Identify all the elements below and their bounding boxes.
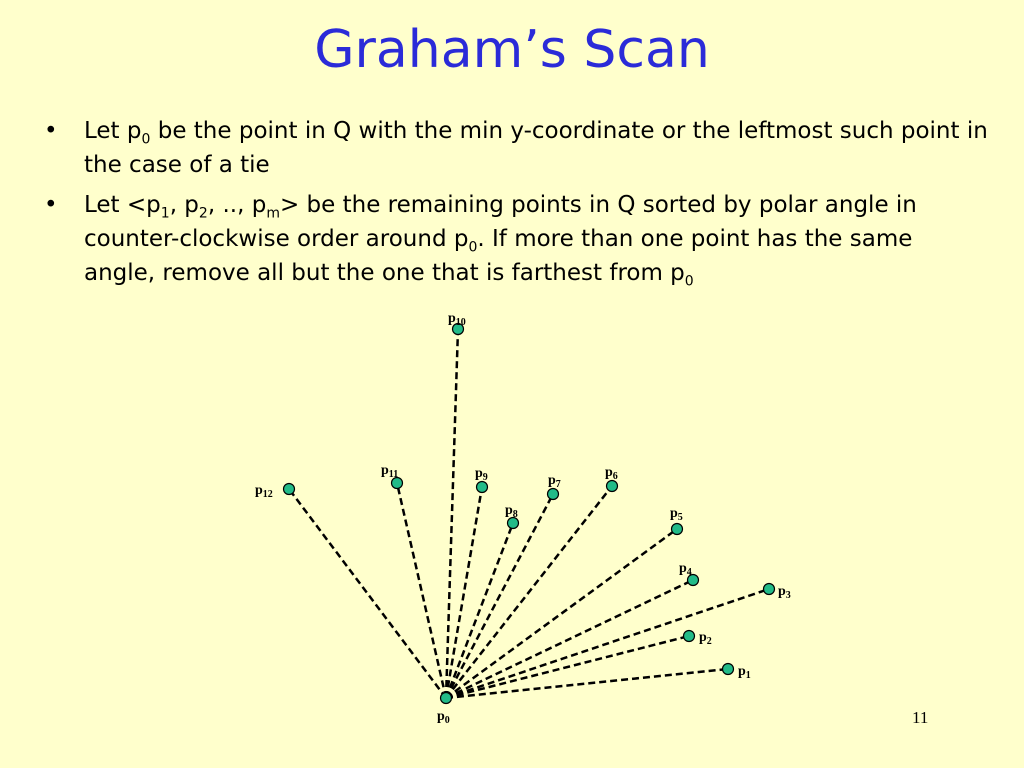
bullet-2-sub-b: 2: [198, 205, 208, 222]
point-p0: [439, 691, 453, 705]
edge-p0-p6: [445, 485, 613, 699]
point-p12: [282, 482, 296, 496]
label-p5: p5: [670, 506, 683, 523]
bullet-item-1: • Let p0 be the point in Q with the min …: [40, 114, 990, 182]
point-p4: [686, 573, 700, 587]
label-p0: p0: [437, 709, 450, 726]
edge-p0-p3: [445, 587, 770, 700]
label-p10: p10: [448, 311, 466, 328]
bullet-1-text-b: be the point in Q with the min y-coordin…: [84, 118, 988, 178]
bullet-2-sub-a: 1: [160, 205, 170, 222]
label-p1: p1: [738, 664, 751, 681]
edge-p0-p5: [445, 527, 678, 700]
label-p7: p7: [548, 473, 561, 490]
point-p6: [605, 479, 619, 493]
bullet-2-sub-e: 0: [684, 273, 694, 290]
point-p2: [682, 629, 696, 643]
label-p4: p4: [679, 561, 692, 578]
edge-p0-p9: [444, 486, 484, 699]
edge-p0-p4: [445, 578, 694, 700]
label-p12: p12: [255, 483, 273, 500]
edge-p0-p12: [288, 488, 447, 699]
point-p1: [721, 662, 735, 676]
label-p8: p8: [505, 503, 518, 520]
edge-p0-p1: [445, 667, 729, 700]
bullet-2-text-b: , p: [169, 192, 199, 218]
label-p11: p11: [381, 463, 398, 480]
edge-p0-p11: [395, 482, 448, 699]
slide-title: Graham’s Scan: [314, 20, 710, 80]
point-p11: [390, 476, 404, 490]
label-p9: p9: [475, 466, 488, 483]
bullet-list: • Let p0 be the point in Q with the min …: [40, 114, 990, 296]
edge-p0-p7: [444, 493, 555, 699]
bullet-1-sub-a: 0: [141, 131, 151, 148]
bullet-2-text-e: . If more than one point has the same an…: [84, 226, 913, 286]
edge-p0-p2: [445, 634, 690, 700]
dashed-edges: [288, 328, 770, 700]
point-markers: [282, 322, 776, 705]
bullet-2-text-c: , .., p: [207, 192, 267, 218]
point-p7: [546, 487, 560, 501]
point-p8: [506, 516, 520, 530]
point-p5: [670, 522, 684, 536]
point-labels: p1 p2 p3 p4 p5 p6 p7 p8 p9 p10 p11 p12 p0: [255, 311, 791, 726]
bullet-2-sub-c: m: [266, 205, 280, 222]
bullet-dot: •: [44, 192, 58, 218]
label-p3: p3: [778, 584, 791, 601]
page-number: 11: [912, 708, 929, 727]
bullet-item-2: • Let <p1, p2, .., pm> be the remaining …: [40, 188, 990, 290]
label-p2: p2: [699, 630, 712, 647]
edge-p0-p8: [444, 522, 515, 699]
point-p10: [451, 322, 465, 336]
bullet-dot: •: [44, 118, 58, 144]
bullet-2-sub-d: 0: [468, 239, 478, 256]
bullet-2-text-d: > be the remaining points in Q sorted by…: [84, 192, 917, 252]
point-p9: [475, 480, 489, 494]
bullet-2-text-a: Let <p: [84, 192, 161, 218]
bullet-1-text-a: Let p: [84, 118, 142, 144]
point-p3: [762, 582, 776, 596]
label-p6: p6: [605, 465, 618, 482]
edge-p0-p10: [444, 328, 460, 699]
